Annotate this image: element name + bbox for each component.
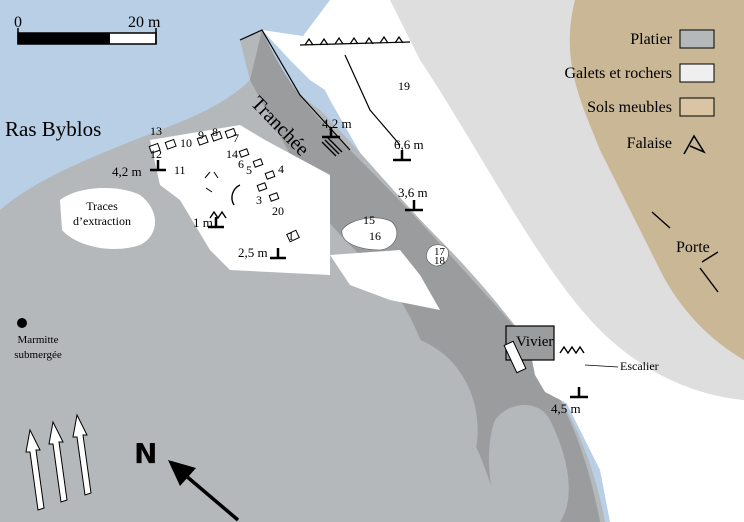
north-arrow: N [134, 437, 240, 522]
escalier-leader [584, 364, 619, 368]
depth-label: 4,2 m [112, 164, 142, 179]
marmitte-label-2: submergée [14, 349, 62, 361]
scale-end: 20 m [128, 14, 161, 31]
depth-label: 4,2 m [322, 116, 352, 131]
legend-label-sols: Sols meubles [587, 99, 672, 116]
traces-label-2: d’extraction [73, 214, 131, 228]
hatches [209, 137, 585, 355]
feature-number: 17 [434, 246, 446, 258]
lower-platier-2 [488, 405, 569, 522]
feature-number: 18 [434, 255, 446, 267]
feature-number: 4 [278, 162, 284, 176]
wave-arrows [25, 413, 92, 511]
legend-label-falaise: Falaise [627, 135, 672, 152]
feature-number: 14 [226, 147, 238, 161]
feature-numbers: 1 3 4 5 6 7 8 9 10 11 12 13 14 15 16 17 … [150, 79, 446, 267]
lower-platier [258, 330, 478, 522]
scale-bar: 0 20 m [14, 14, 161, 45]
escalier-label: Escalier [620, 359, 659, 373]
site-galets [150, 125, 330, 275]
legend-label-galets: Galets et rochers [564, 65, 672, 82]
marmitte-label-1: Marmitte [18, 334, 59, 346]
depth-markers [150, 127, 588, 399]
ras-byblos-label: Ras Byblos [5, 117, 101, 141]
depth-label: 6,6 m [394, 137, 424, 152]
cliff-top [239, 29, 411, 151]
upper-galets [262, 30, 420, 110]
rock-18 [426, 244, 449, 267]
feature-number: 7 [233, 131, 239, 145]
feature-number: 11 [174, 163, 186, 177]
porte-line [651, 211, 719, 293]
feature-number: 16 [369, 229, 381, 243]
feature-number: 1 [288, 229, 294, 243]
traces-zone [60, 188, 155, 250]
feature-number: 12 [150, 147, 162, 161]
porte-label: Porte [676, 239, 710, 256]
cliff-icon [683, 134, 706, 155]
vivier: Vivier [503, 325, 555, 374]
legend-label-platier: Platier [630, 31, 672, 48]
feature-number: 13 [150, 124, 162, 138]
sols-meubles-area [569, 0, 744, 360]
legend: Platier Galets et rochers Sols meubles F… [564, 29, 715, 155]
right-white [330, 250, 440, 310]
north-label: N [134, 437, 157, 470]
legend-swatch-platier [679, 29, 715, 49]
scale-zero: 0 [14, 14, 22, 31]
vivier-label: Vivier [516, 334, 553, 350]
feature-number: 8 [212, 125, 218, 139]
depth-label: 1 m [193, 215, 213, 230]
legend-swatch-sols [679, 97, 715, 117]
feature-number: 15 [363, 213, 375, 227]
feature-number: 19 [398, 79, 410, 93]
feature-number: 6 [238, 157, 244, 171]
quarry-blocks [148, 127, 300, 243]
depth-label: 3,6 m [398, 185, 428, 200]
rock-16 [341, 217, 398, 251]
marmitte-dot [17, 318, 27, 328]
traces-label-1: Traces [86, 199, 118, 213]
legend-swatch-galets [679, 63, 715, 83]
feature-number: 10 [180, 136, 192, 150]
feature-number: 9 [198, 128, 204, 142]
feature-number: 5 [246, 163, 252, 177]
feature-number: 20 [272, 204, 284, 218]
depth-label: 2,5 m [238, 245, 268, 260]
depth-label: 4,5 m [551, 401, 581, 416]
feature-number: 3 [256, 193, 262, 207]
